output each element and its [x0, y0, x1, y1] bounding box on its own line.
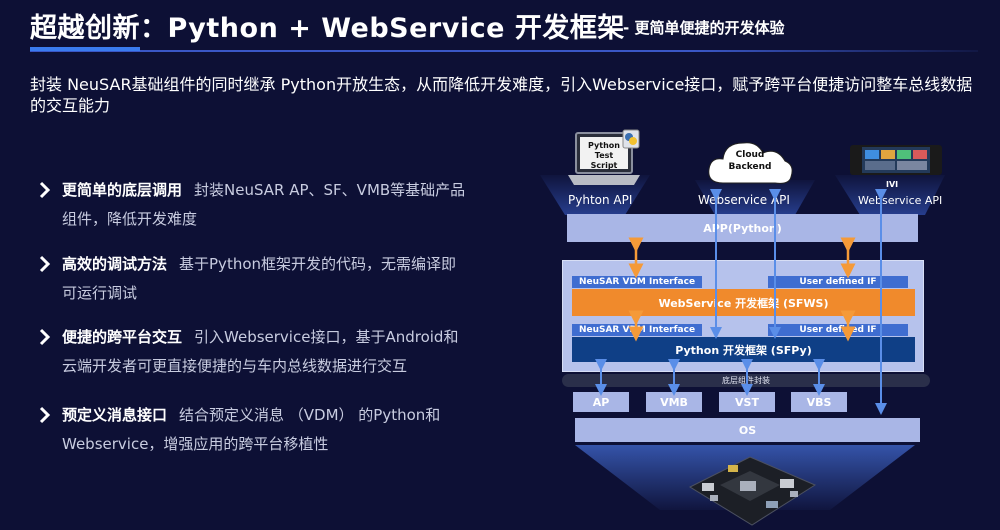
- module-vbs: VBS: [791, 392, 847, 412]
- sfws-box: WebService 开发框架 (SFWS): [572, 289, 915, 316]
- feature-item: 更简单的底层调用封装NeuSAR AP、SF、VMB等基础产品 组件，降低开发难…: [39, 176, 510, 234]
- feature-desc-cont: 云端开发者可更直接便捷的与车内总线数据进行交互: [62, 357, 408, 375]
- python-api-label: Pyhton API: [568, 193, 633, 207]
- feature-desc-cont: 可运行调试: [62, 284, 138, 302]
- feature-item: 高效的调试方法基于Python框架开发的代码，无需编译即 可运行调试: [39, 250, 510, 308]
- feature-desc-cont: 组件，降低开发难度: [62, 210, 198, 228]
- feature-item: 便捷的跨平台交互引入Webservice接口，基于Android和 云端开发者可…: [39, 323, 510, 381]
- feature-title: 便捷的跨平台交互: [62, 328, 183, 346]
- python-logo-icon: [622, 129, 640, 149]
- feature-item: 预定义消息接口结合预定义消息 （VDM） 的Python和 Webservice…: [39, 401, 510, 459]
- feature-desc: 基于Python框架开发的代码，无需编译即: [179, 255, 457, 273]
- webservice-api-label: Webservice API: [698, 193, 790, 207]
- page-title: 超越创新：Python + WebService 开发框架: [30, 13, 625, 44]
- feature-title: 更简单的底层调用: [62, 181, 183, 199]
- vdm-interface-bottom: NeuSAR VDM Interface: [572, 324, 702, 336]
- base-wrap-band: 底层组件封装: [562, 374, 930, 387]
- intro-paragraph: 封装 NeuSAR基础组件的同时继承 Python开放生态，从而降低开发难度，引…: [30, 75, 973, 115]
- chevron-right-icon: [39, 181, 51, 199]
- feature-title: 预定义消息接口: [62, 406, 168, 424]
- architecture-diagram: Python Test Script Cloud Backend IVI Pyh…: [530, 125, 1000, 530]
- cloud-backend-label: Cloud Backend: [728, 150, 772, 172]
- feature-desc: 封装NeuSAR AP、SF、VMB等基础产品: [194, 181, 466, 199]
- laptop-script-label: Python Test Script: [588, 141, 620, 170]
- os-box: OS: [575, 418, 920, 442]
- ivi-label: IVI: [886, 180, 899, 189]
- title-underline: [30, 50, 978, 52]
- user-if-top: User defined IF: [768, 276, 908, 288]
- feature-title: 高效的调试方法: [62, 255, 168, 273]
- feature-desc: 引入Webservice接口，基于Android和: [194, 328, 459, 346]
- laptop-icon: [568, 132, 640, 185]
- cloud-icon: [708, 142, 793, 184]
- module-ap: AP: [573, 392, 629, 412]
- user-if-bottom: User defined IF: [768, 324, 908, 336]
- module-vst: VST: [719, 392, 775, 412]
- title-bar: 超越创新：Python + WebService 开发框架 - 更简单便捷的开发…: [0, 0, 1000, 52]
- feature-desc: 结合预定义消息 （VDM） 的Python和: [179, 406, 441, 424]
- chevron-right-icon: [39, 406, 51, 424]
- page-subtitle: - 更简单便捷的开发体验: [623, 19, 785, 37]
- app-python-box: APP(Python): [567, 214, 918, 242]
- sfpy-box: Python 开发框架 (SFPy): [572, 337, 915, 362]
- title-accent-bar: [30, 47, 140, 51]
- hardware-board-icon: [688, 456, 817, 526]
- chevron-right-icon: [39, 328, 51, 346]
- feature-desc-cont: Webservice，增强应用的跨平台移植性: [62, 435, 329, 453]
- chevron-right-icon: [39, 255, 51, 273]
- module-vmb: VMB: [646, 392, 702, 412]
- vdm-interface-top: NeuSAR VDM Interface: [572, 276, 702, 288]
- ivi-webservice-api-label: Webservice API: [858, 194, 943, 207]
- ivi-screen-icon: [850, 145, 942, 175]
